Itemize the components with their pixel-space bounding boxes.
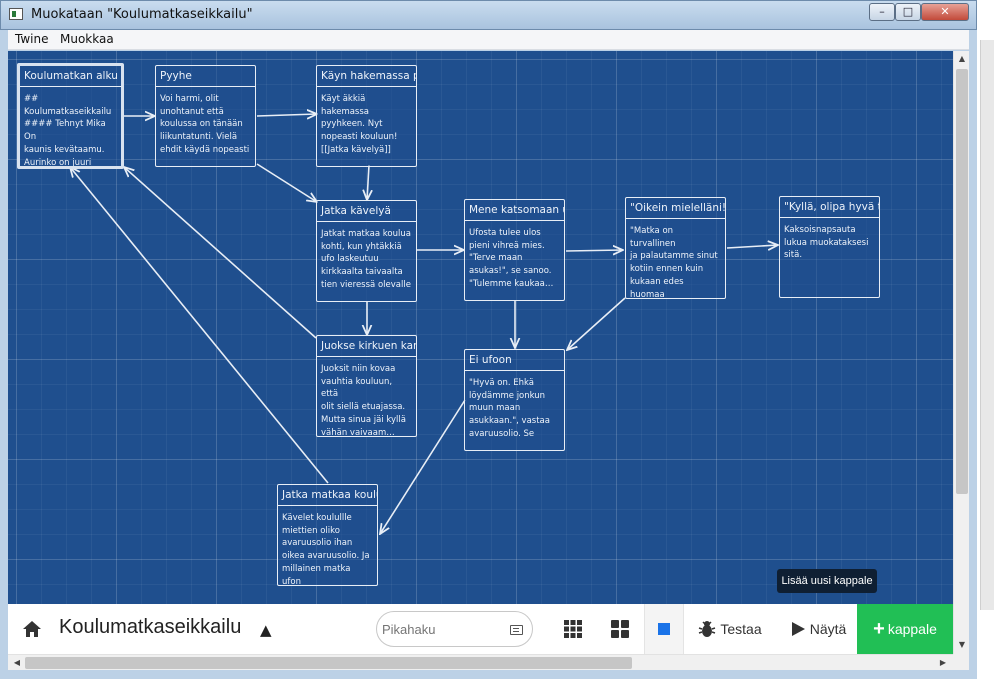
view-label: Näytä	[809, 621, 847, 637]
passage-title: Jatka matkaa kouluun	[278, 485, 377, 506]
link-oikein-kylla	[726, 245, 778, 248]
search-input[interactable]	[382, 620, 497, 638]
passage-title: Jatka kävelyä	[317, 201, 416, 222]
window-frame-bottom	[0, 670, 977, 679]
vertical-scroll-thumb[interactable]	[956, 69, 968, 494]
passage-title: "Oikein mielelläni! Aina	[626, 198, 725, 219]
passage-card[interactable]: "Oikein mielelläni! Aina "Matka on turva…	[625, 197, 726, 299]
add-label: kappale	[887, 621, 937, 637]
menu-bar: Twine Muokkaa	[8, 30, 969, 50]
story-map-canvas[interactable]: Koulumatkan alku ## Koulumatkaseikkailu …	[8, 51, 953, 604]
passage-card[interactable]: Ei ufoon "Hyvä on. Ehkä löydämme jonkun …	[464, 349, 565, 451]
scroll-down-arrow-icon[interactable]: ▼	[958, 640, 966, 649]
passage-card[interactable]: Mene katsomaan ufoa Ufosta tulee ulos pi…	[464, 199, 565, 301]
horizontal-scroll-thumb[interactable]	[25, 657, 632, 669]
scroll-left-arrow-icon[interactable]: ◀	[13, 658, 21, 667]
link-pyyhe-jatka	[256, 163, 317, 202]
minimize-button[interactable]: –	[869, 3, 895, 21]
vertical-scrollbar[interactable]: ▲ ▼	[953, 51, 969, 654]
add-passage-tooltip: Lisää uusi kappale	[777, 569, 877, 593]
passage-excerpt: Käyt äkkiä hakemassa pyyhkeen. Nyt nopea…	[321, 94, 398, 155]
passage-title: Koulumatkan alku	[20, 66, 121, 87]
grid-2x2-icon	[611, 620, 629, 638]
app-icon	[9, 8, 23, 20]
zoom-medium-grid-button[interactable]	[600, 604, 640, 654]
link-juokse-alku	[124, 167, 317, 339]
close-button[interactable]: ✕	[921, 3, 969, 21]
passage-excerpt: Kaksoisnapsauta lukua muokataksesi sitä.	[784, 225, 869, 261]
quick-search	[376, 611, 533, 647]
link-ufo-oikein	[565, 250, 623, 251]
passage-excerpt: Kävelet koulullle miettien oliko avaruus…	[282, 513, 370, 586]
passage-title: Mene katsomaan ufoa	[465, 200, 564, 221]
passage-card[interactable]: Koulumatkan alku ## Koulumatkaseikkailu …	[17, 63, 124, 169]
passage-title: "Kyllä, olipa hyvä tuuri	[780, 197, 879, 218]
play-icon	[791, 622, 805, 636]
scroll-up-arrow-icon[interactable]: ▲	[958, 54, 966, 63]
scrollbar-corner	[953, 654, 969, 670]
background-window-edge	[977, 0, 997, 679]
view-button[interactable]: Näytä	[778, 604, 858, 654]
passage-links	[8, 51, 953, 604]
passage-title: Juokse kirkuen karkuun	[317, 336, 416, 357]
passage-excerpt: "Matka on turvallinen ja palautamme sinu…	[630, 226, 718, 299]
menu-muokkaa[interactable]: Muokkaa	[60, 32, 114, 46]
grid-3x3-icon	[564, 620, 582, 638]
zoom-small-grid-button[interactable]	[553, 604, 593, 654]
horizontal-scrollbar[interactable]: ◀ ▶	[8, 654, 953, 670]
plus-icon: +	[873, 618, 885, 640]
passage-card[interactable]: Juokse kirkuen karkuun Juoksit niin kova…	[316, 335, 417, 437]
background-scrollbar	[980, 40, 994, 610]
test-button[interactable]: Testaa	[690, 604, 770, 654]
passage-card[interactable]: Pyyhe Voi harmi, olit unohtanut että kou…	[155, 65, 256, 167]
link-pyyhe-hakemassa	[256, 114, 317, 116]
passage-title: Käyn hakemassa pyyhkeen	[317, 66, 416, 87]
square-icon	[658, 623, 670, 635]
bug-icon	[699, 621, 716, 637]
passage-card[interactable]: Käyn hakemassa pyyhkeen Käyt äkkiä hakem…	[316, 65, 417, 167]
passage-card[interactable]: Jatka kävelyä Jatkat matkaa koulua kohti…	[316, 200, 417, 302]
passage-excerpt: Voi harmi, olit unohtanut että koulussa …	[160, 94, 250, 155]
story-toolbar: Koulumatkaseikkailu ▲	[8, 604, 953, 654]
link-matkaa-alku	[70, 167, 329, 484]
menu-twine[interactable]: Twine	[15, 32, 49, 46]
story-name[interactable]: Koulumatkaseikkailu	[59, 616, 242, 638]
link-eiufoon-matkaa	[380, 399, 466, 534]
passage-title: Ei ufoon	[465, 350, 564, 371]
title-bar[interactable]: Muokataan "Koulumatkaseikkailu" – □ ✕	[0, 0, 977, 30]
story-menu-caret-icon[interactable]: ▲	[260, 621, 272, 639]
maximize-button[interactable]: □	[895, 3, 921, 21]
search-options-icon[interactable]	[510, 625, 523, 635]
passage-card[interactable]: Jatka matkaa kouluun Kävelet koulullle m…	[277, 484, 378, 586]
passage-excerpt: ## Koulumatkaseikkailu #### Tehnyt Mika …	[24, 94, 112, 168]
link-oikein-eiufoon	[567, 297, 626, 350]
passage-excerpt: Juoksit niin kovaa vauhtia kouluun, että…	[321, 364, 406, 437]
scroll-right-arrow-icon[interactable]: ▶	[939, 658, 947, 667]
home-icon[interactable]	[21, 618, 43, 640]
passage-card[interactable]: "Kyllä, olipa hyvä tuuri Kaksoisnapsauta…	[779, 196, 880, 298]
passage-title: Pyyhe	[156, 66, 255, 87]
window-title: Muokataan "Koulumatkaseikkailu"	[31, 7, 253, 22]
passage-excerpt: Jatkat matkaa koulua kohti, kun yhtäkkiä…	[321, 229, 411, 290]
add-passage-button[interactable]: + kappale	[857, 604, 953, 654]
link-hakemassa-jatka	[367, 164, 369, 200]
passage-excerpt: "Hyvä on. Ehkä löydämme jonkun muun maan…	[469, 378, 550, 439]
zoom-large-button[interactable]	[644, 604, 684, 654]
test-label: Testaa	[720, 621, 762, 637]
passage-excerpt: Ufosta tulee ulos pieni vihreä mies. "Te…	[469, 228, 554, 289]
